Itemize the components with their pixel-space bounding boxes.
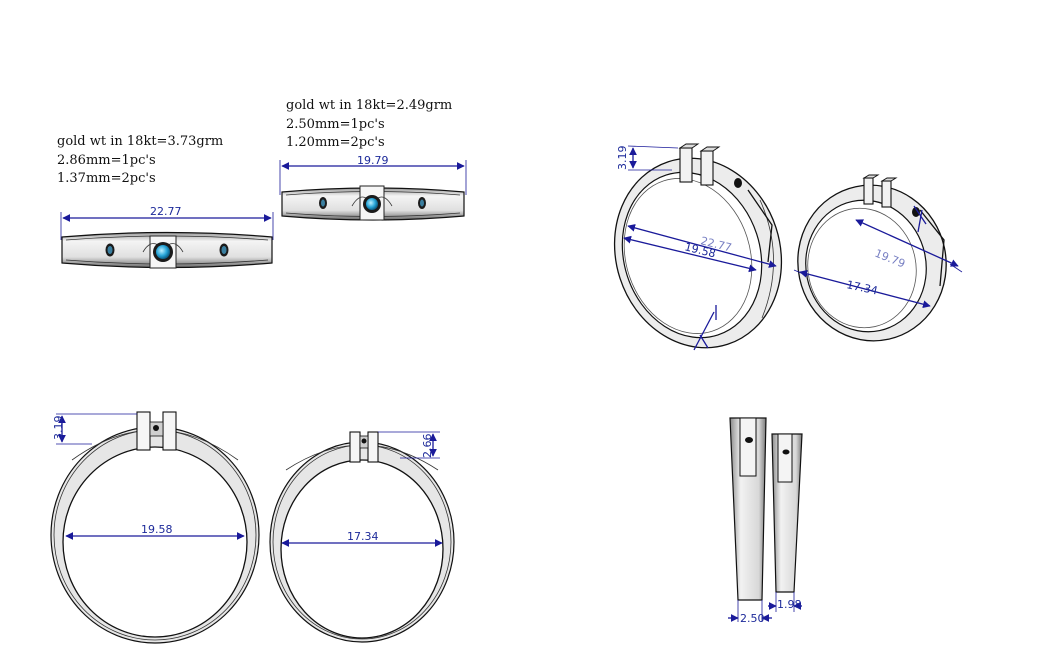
center-gem-icon	[156, 245, 170, 259]
gem-setting-icon	[153, 425, 159, 431]
dim-label-19-58: 19.58	[141, 523, 173, 536]
prong-icon	[367, 431, 379, 463]
center-gem-icon	[366, 198, 378, 210]
dim-label-17-34: 17.34	[347, 530, 379, 543]
ring-a-gold-weight: gold wt in 18kt=3.73grm	[57, 134, 224, 149]
ring-b-gold-weight: gold wt in 18kt=2.49grm	[286, 98, 453, 113]
prong-icon	[863, 177, 874, 205]
dim-label-2-50: 2.50	[740, 612, 765, 625]
dim-label-2-66: 2.66	[421, 434, 434, 459]
ring-a-top-view: 22.77	[60, 205, 274, 269]
dimension-line	[855, 219, 959, 267]
ring-b-side-view: 1.98	[768, 433, 803, 612]
dim-label-19-79: 19.79	[357, 154, 389, 167]
ring-b-center-stone: 2.50mm=1pc's	[286, 116, 385, 132]
ring-b-side-stones: 1.20mm=2pc's	[286, 135, 385, 150]
ring-a-side-view: 2.50	[728, 417, 772, 625]
ring-b-front-view: 2.66 17.34	[269, 431, 455, 643]
gem-setting-icon	[361, 438, 367, 444]
prong-icon	[881, 180, 892, 208]
dimension-line	[623, 235, 757, 273]
dim-label-3-19: 3.19	[616, 146, 629, 171]
side-stone-icon	[745, 437, 753, 443]
dim-label-22-77: 22.77	[150, 205, 182, 218]
ring-a-front-view: 3.19 19.58	[50, 411, 260, 644]
prong-icon	[679, 147, 693, 183]
prong-icon	[349, 431, 361, 463]
ring-a-side-stones: 1.37mm=2pc's	[57, 171, 156, 186]
side-stone-icon	[734, 178, 742, 188]
ring-b-isometric-view: 19.79 17.34	[793, 174, 963, 342]
ring-b-spec-note: gold wt in 18kt=2.49grm 2.50mm=1pc's 1.2…	[286, 97, 452, 153]
dim-label-3-19: 3.19	[52, 416, 65, 441]
side-stone-icon	[912, 207, 920, 217]
prong-icon	[700, 150, 714, 186]
dim-label-1-98: 1.98	[777, 598, 802, 611]
ring-a-spec-note: gold wt in 18kt=3.73grm 2.86mm=1pc's 1.3…	[57, 133, 223, 189]
side-stone-icon	[782, 449, 790, 455]
ring-a-center-stone: 2.86mm=1pc's	[57, 152, 156, 168]
dimension-line	[799, 270, 931, 308]
ring-a-isometric-view: 3.19 22.77 19.58	[613, 143, 783, 351]
ring-b-top-view: 19.79	[279, 154, 467, 221]
dim-label-17-34: 17.34	[845, 278, 879, 297]
prong-icon	[162, 411, 177, 451]
prong-icon	[136, 411, 151, 451]
